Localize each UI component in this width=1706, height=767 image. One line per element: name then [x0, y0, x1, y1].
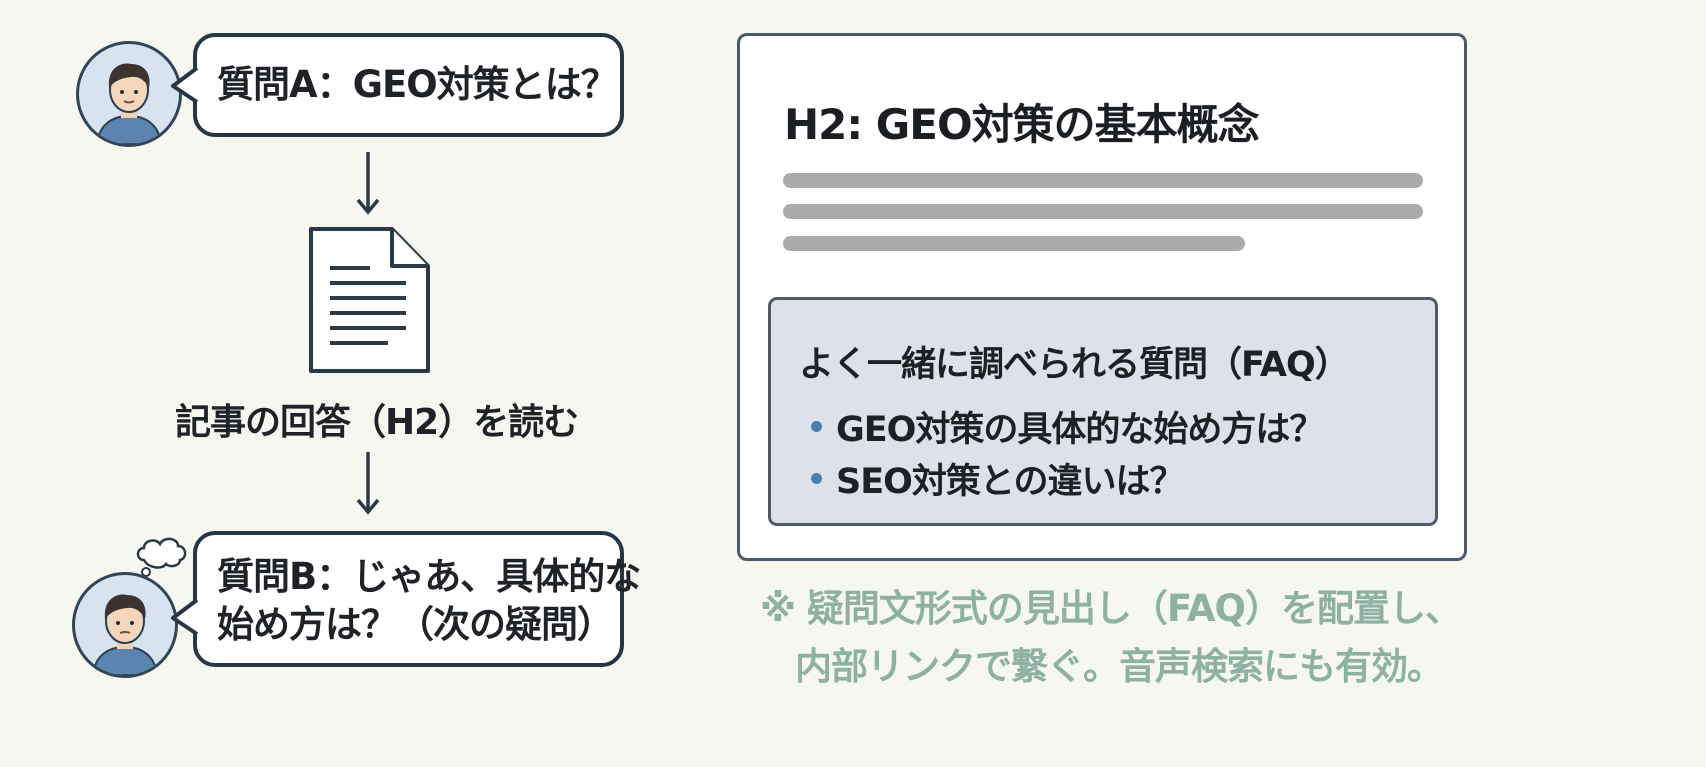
- faq-item: SEO対策との違いは？: [811, 453, 1185, 504]
- question-b-line2: 始め方は？（次の疑問）: [217, 603, 614, 646]
- note-line-2: 内部リンクで繋ぐ。音声検索にも有効。: [795, 645, 1444, 688]
- down-arrow-icon: [356, 152, 380, 215]
- note-line-1: ※ 疑問文形式の見出し（FAQ）を配置し、: [760, 587, 1462, 630]
- faq-item-text: GEO対策の具体的な始め方は？: [836, 410, 1324, 450]
- person-avatar-icon: [95, 63, 163, 144]
- placeholder-text-line: [783, 236, 1245, 251]
- question-a-bubble: 質問A：GEO対策とは？: [193, 33, 624, 137]
- bubble-tail: [171, 598, 199, 636]
- question-b-bubble: 質問B：じゃあ、具体的な 始め方は？（次の疑問）: [193, 531, 641, 667]
- person-avatar-icon: [91, 594, 159, 675]
- bullet-icon: [811, 473, 822, 484]
- bullet-icon: [811, 421, 822, 432]
- user-avatar-top: [76, 41, 182, 147]
- placeholder-text-line: [783, 173, 1423, 188]
- document-icon: [309, 227, 430, 373]
- faq-title: よく一緒に調べられる質問（FAQ）: [799, 345, 1350, 385]
- document-caption: 記事の回答（H2）を読む: [175, 402, 579, 443]
- article-panel: H2: GEO対策の基本概念 よく一緒に調べられる質問（FAQ） GEO対策の具…: [737, 33, 1467, 561]
- thought-bubble-icon: [135, 537, 187, 582]
- article-title: H2: GEO対策の基本概念: [784, 100, 1260, 149]
- faq-box: よく一緒に調べられる質問（FAQ） GEO対策の具体的な始め方は？ SEO対策と…: [768, 297, 1438, 526]
- question-a-text: 質問A：GEO対策とは？: [217, 63, 618, 106]
- faq-item-text: SEO対策との違いは？: [836, 462, 1185, 502]
- down-arrow-icon: [356, 452, 380, 515]
- user-avatar-bottom: [72, 572, 178, 678]
- bubble-tail: [171, 66, 199, 104]
- question-b-line1: 質問B：じゃあ、具体的な: [217, 555, 641, 598]
- faq-item: GEO対策の具体的な始め方は？: [811, 401, 1324, 452]
- placeholder-text-line: [783, 204, 1423, 219]
